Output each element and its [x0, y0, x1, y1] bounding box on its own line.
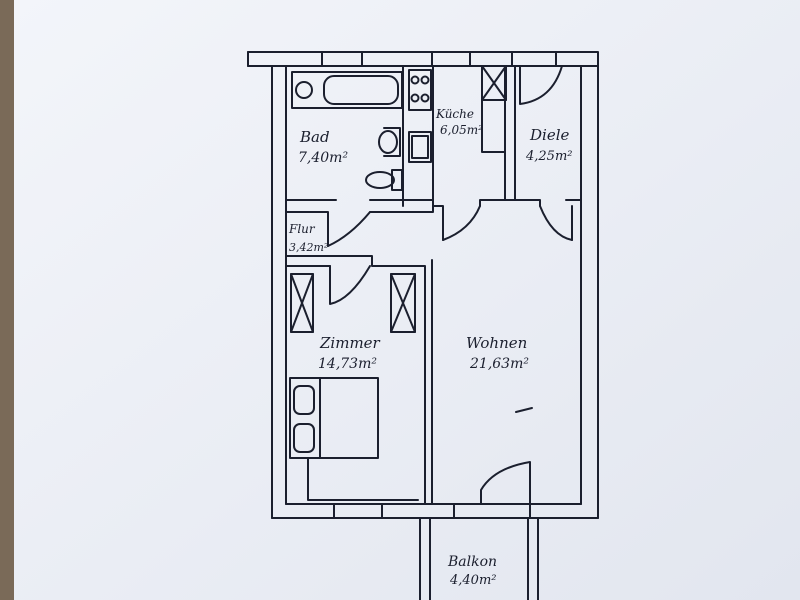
room-label-wohnen: Wohnen — [466, 334, 527, 352]
outer-walls — [247, 51, 599, 519]
room-area-wohnen: 21,63m² — [469, 356, 529, 372]
room-label-bad: Bad — [299, 128, 330, 146]
room-labels: Bad 7,40m² Küche 6,05m² Diele 4,25m² Flu… — [288, 107, 572, 588]
room-area-balkon: 4,40m² — [449, 573, 496, 588]
bathtub — [291, 71, 403, 109]
room-label-flur: Flur — [288, 222, 316, 236]
room-label-zimmer: Zimmer — [319, 334, 381, 352]
room-area-kueche: 6,05m² — [440, 123, 483, 137]
kitchen-sink — [408, 131, 432, 163]
washbasin — [378, 127, 401, 157]
wardrobe-zimmer-right — [390, 273, 416, 333]
bed — [289, 377, 419, 501]
wardrobe-diele — [481, 65, 507, 153]
balcony — [419, 517, 539, 600]
toilet — [365, 169, 403, 191]
room-area-zimmer: 14,73m² — [318, 356, 377, 372]
wardrobe-zimmer-left — [290, 273, 314, 333]
doors — [327, 65, 573, 505]
room-area-flur: 3,42m² — [289, 241, 328, 254]
floor-plan-drawing — [247, 51, 599, 600]
pencil-mark — [515, 407, 533, 413]
kitchen-stove — [408, 69, 432, 111]
room-label-kueche: Küche — [435, 107, 474, 121]
room-label-diele: Diele — [529, 126, 569, 144]
room-area-diele: 4,25m² — [525, 149, 572, 164]
paper-background — [14, 0, 800, 600]
room-area-bad: 7,40m² — [298, 150, 348, 166]
room-label-balkon: Balkon — [447, 554, 497, 570]
